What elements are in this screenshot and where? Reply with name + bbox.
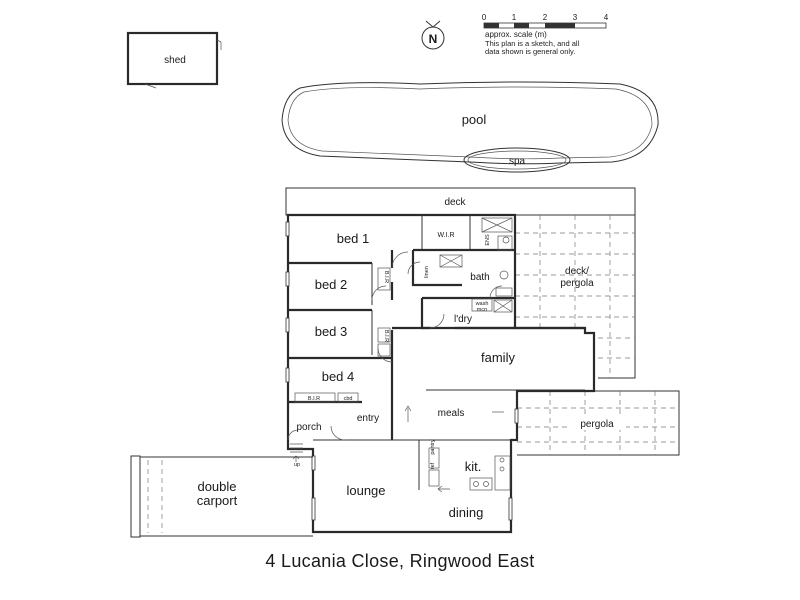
scale-note-line1: This plan is a sketch, and all [485, 38, 580, 48]
bath-label: bath [470, 272, 489, 283]
ref-label: ref [430, 462, 436, 469]
scale-tick: 4 [604, 13, 609, 22]
cbd-label: cbd [344, 396, 353, 402]
scale-title: approx. scale (m) [485, 30, 547, 39]
wir-label: W.I.R [437, 232, 454, 239]
scale-tick: 3 [573, 13, 578, 22]
deck-pergola: deck/ pergola [515, 214, 636, 379]
shed-label: shed [164, 55, 186, 66]
north-arrow-icon: N [421, 20, 445, 50]
entry-label: entry [357, 413, 379, 424]
porch-label: porch [296, 422, 321, 433]
bed1-label: bed 1 [337, 231, 370, 246]
laundry-label: l'dry [454, 314, 472, 325]
double-label: double [197, 479, 236, 494]
bed3-label: bed 3 [315, 324, 348, 339]
bir-bed4-label: B.I.R [308, 396, 320, 402]
bed4-label: bed 4 [322, 369, 355, 384]
pergola: pergola [517, 390, 680, 456]
fixtures [290, 217, 513, 493]
linen-label: linen [424, 266, 430, 278]
bir-bed2-label: B.I.R [383, 271, 389, 283]
pool-label: pool [462, 112, 487, 127]
scale-note-line2: data shown is general only. [485, 47, 576, 56]
windows [285, 221, 519, 521]
wash-mcn-label: mcn [477, 307, 487, 313]
deck: deck [285, 187, 636, 216]
up-label: up [294, 462, 300, 468]
bed2-label: bed 2 [315, 277, 348, 292]
pantry-label: pantry [430, 439, 436, 455]
address-caption: 4 Lucania Close, Ringwood East [265, 551, 535, 571]
wash-label: wash [475, 301, 489, 307]
scale-tick: 0 [482, 13, 487, 22]
scale-tick: 1 [512, 13, 517, 22]
deck-pergola-label-1: deck/ [565, 266, 589, 277]
pergola-label: pergola [580, 419, 614, 430]
lounge-label: lounge [346, 483, 385, 498]
kitchen-label: kit. [465, 459, 482, 474]
spa-label: spa [509, 156, 526, 167]
shed-building: shed [126, 31, 222, 89]
north-label: N [429, 32, 438, 46]
pool: pool spa [281, 81, 659, 173]
carport-label: carport [197, 493, 238, 508]
double-carport: double carport [130, 455, 313, 538]
dining-label: dining [449, 505, 484, 520]
house-walls [286, 213, 596, 534]
doors [287, 251, 503, 441]
deck-label: deck [444, 197, 466, 208]
ens-label: ENS [485, 234, 491, 246]
bir-bed3-label: B.I.R [383, 330, 389, 342]
scale-tick: 2 [543, 13, 548, 22]
family-label: family [481, 350, 515, 365]
meals-label: meals [438, 408, 465, 419]
scale-bar: 0 1 2 3 4 [482, 13, 609, 29]
scale-note: approx. scale (m) This plan is a sketch,… [485, 30, 615, 57]
deck-pergola-label-2: pergola [560, 278, 594, 289]
